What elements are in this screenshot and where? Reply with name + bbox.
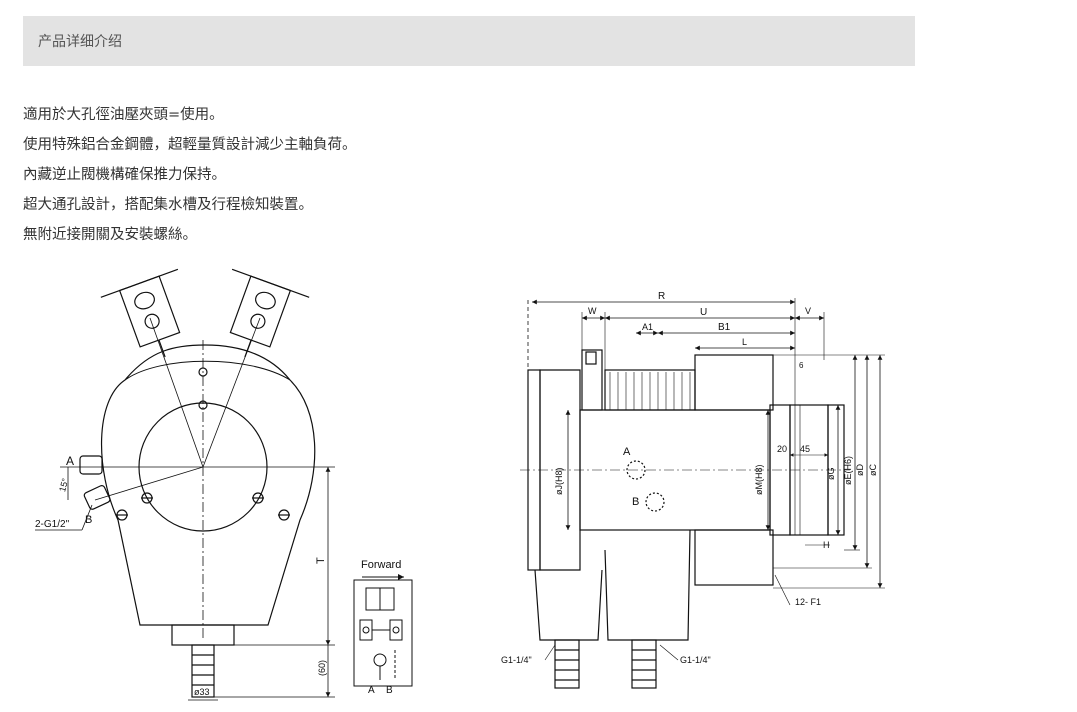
valve-schematic bbox=[353, 574, 413, 687]
feature-item: 內藏逆止閥機構確保推力保持。 bbox=[23, 167, 226, 183]
side-view-drawing bbox=[520, 298, 885, 689]
port-a-label: A bbox=[66, 454, 74, 468]
dim-a1-label: A1 bbox=[642, 322, 653, 332]
dim-60-label: (60) bbox=[317, 660, 327, 676]
inlet-right-label: G1-1/4" bbox=[680, 655, 711, 665]
dim-j-label: øJ(H8) bbox=[554, 468, 564, 496]
dim-45-label: 45 bbox=[800, 444, 810, 454]
dim-u-label: U bbox=[700, 307, 707, 318]
feature-item: 無附近接開關及安裝螺絲。 bbox=[23, 227, 197, 243]
dim-h-label: H bbox=[823, 540, 830, 550]
feature-item: 使用特殊鋁合金鋼體，超輕量質設計減少主軸負荷。 bbox=[23, 137, 357, 153]
valve-labels: Forward A B bbox=[361, 559, 401, 696]
side-port-b-label: B bbox=[632, 496, 639, 508]
section-title: 产品详细介绍 bbox=[38, 34, 122, 50]
feature-list: 適用於大孔徑油壓夾頭=使用。 使用特殊鋁合金鋼體，超輕量質設計減少主軸負荷。 內… bbox=[23, 100, 357, 250]
dim-6-label: 6 bbox=[799, 361, 804, 370]
thread-label: 2-G1/2" bbox=[35, 519, 70, 530]
dim-m-label: øM(H8) bbox=[754, 465, 764, 496]
feature-item: 適用於大孔徑油壓夾頭=使用。 bbox=[23, 107, 224, 123]
valve-title: Forward bbox=[361, 559, 401, 571]
inlet-left-label: G1-1/4" bbox=[501, 655, 532, 665]
dim-b1-label: B1 bbox=[718, 322, 731, 333]
valve-a-label: A bbox=[368, 685, 375, 696]
side-port-a-label: A bbox=[623, 446, 631, 458]
front-view-labels: A B 15° 2-G1/2" T (60) ø33 bbox=[35, 454, 327, 697]
dim-l-label: L bbox=[742, 337, 747, 347]
valve-b-label: B bbox=[386, 685, 393, 696]
dim-r-label: R bbox=[658, 291, 665, 302]
dim-d-label: øD bbox=[855, 464, 865, 476]
section-header: 产品详细介绍 bbox=[23, 16, 915, 66]
side-view-labels: R W U V A1 B1 L 6 20 45 øJ(H8) øM(H8) øG… bbox=[501, 291, 878, 665]
dim-e-label: øE(H6) bbox=[843, 456, 853, 485]
front-view-drawing bbox=[35, 268, 335, 701]
feature-item: 超大通孔設計，搭配集水槽及行程檢知裝置。 bbox=[23, 197, 313, 213]
angle-label: 15° bbox=[57, 477, 70, 493]
port-b-label: B bbox=[85, 514, 92, 526]
dim-33-label: ø33 bbox=[194, 687, 210, 697]
dim-c-label: øC bbox=[868, 464, 878, 476]
dim-g-label: øG bbox=[826, 468, 836, 481]
dim-f1-label: 12- F1 bbox=[795, 597, 821, 607]
dim-w-label: W bbox=[588, 306, 597, 316]
dim-20-label: 20 bbox=[777, 444, 787, 454]
dim-v-label: V bbox=[805, 306, 811, 316]
dim-t-label: T bbox=[315, 557, 327, 564]
